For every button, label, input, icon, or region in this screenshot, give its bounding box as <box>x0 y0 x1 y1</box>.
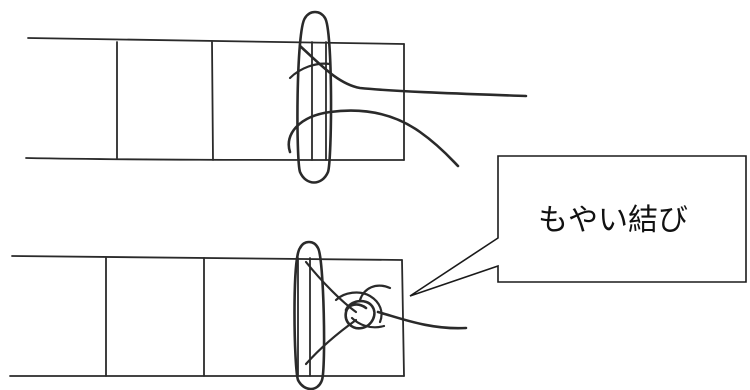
top-ladder-upper-rail <box>27 37 405 45</box>
bottom-lashing-loop <box>293 240 326 390</box>
callout: もやい結び <box>409 155 747 297</box>
top-rope-upper-strand <box>298 44 528 98</box>
top-ladder-lower-rail <box>25 157 405 161</box>
callout-bubble <box>409 155 747 297</box>
top-lashing-loop <box>296 10 333 184</box>
top-rope-lower-loop <box>287 109 460 168</box>
top-figure <box>25 10 528 184</box>
top-rope-upper-cross <box>288 62 332 80</box>
bowline-knot <box>344 299 376 330</box>
bottom-ladder-upper-rail <box>11 255 403 261</box>
callout-label: もやい結び <box>538 203 688 238</box>
bottom-figure <box>9 240 468 390</box>
top-ladder-rung-2 <box>211 41 214 161</box>
bottom-rope-upper-leg <box>304 260 358 314</box>
bottom-rope-lower-leg <box>304 318 358 366</box>
bottom-rope-standing-part <box>358 284 392 302</box>
bowline-knot-wrap <box>350 316 386 329</box>
bottom-rope-tail <box>376 310 468 330</box>
